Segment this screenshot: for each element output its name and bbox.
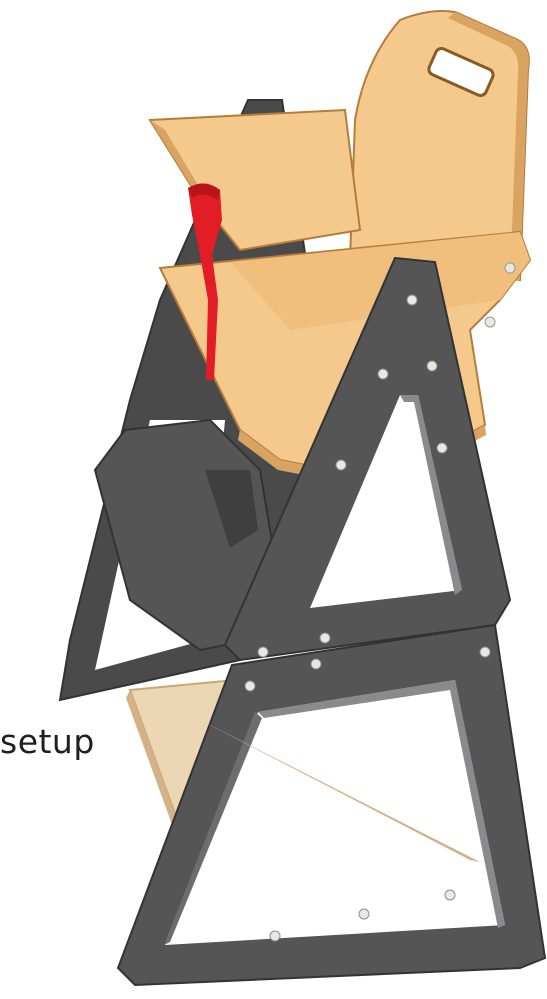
front-a-frame-lower [118, 625, 545, 985]
caption-text: setup [0, 722, 95, 761]
